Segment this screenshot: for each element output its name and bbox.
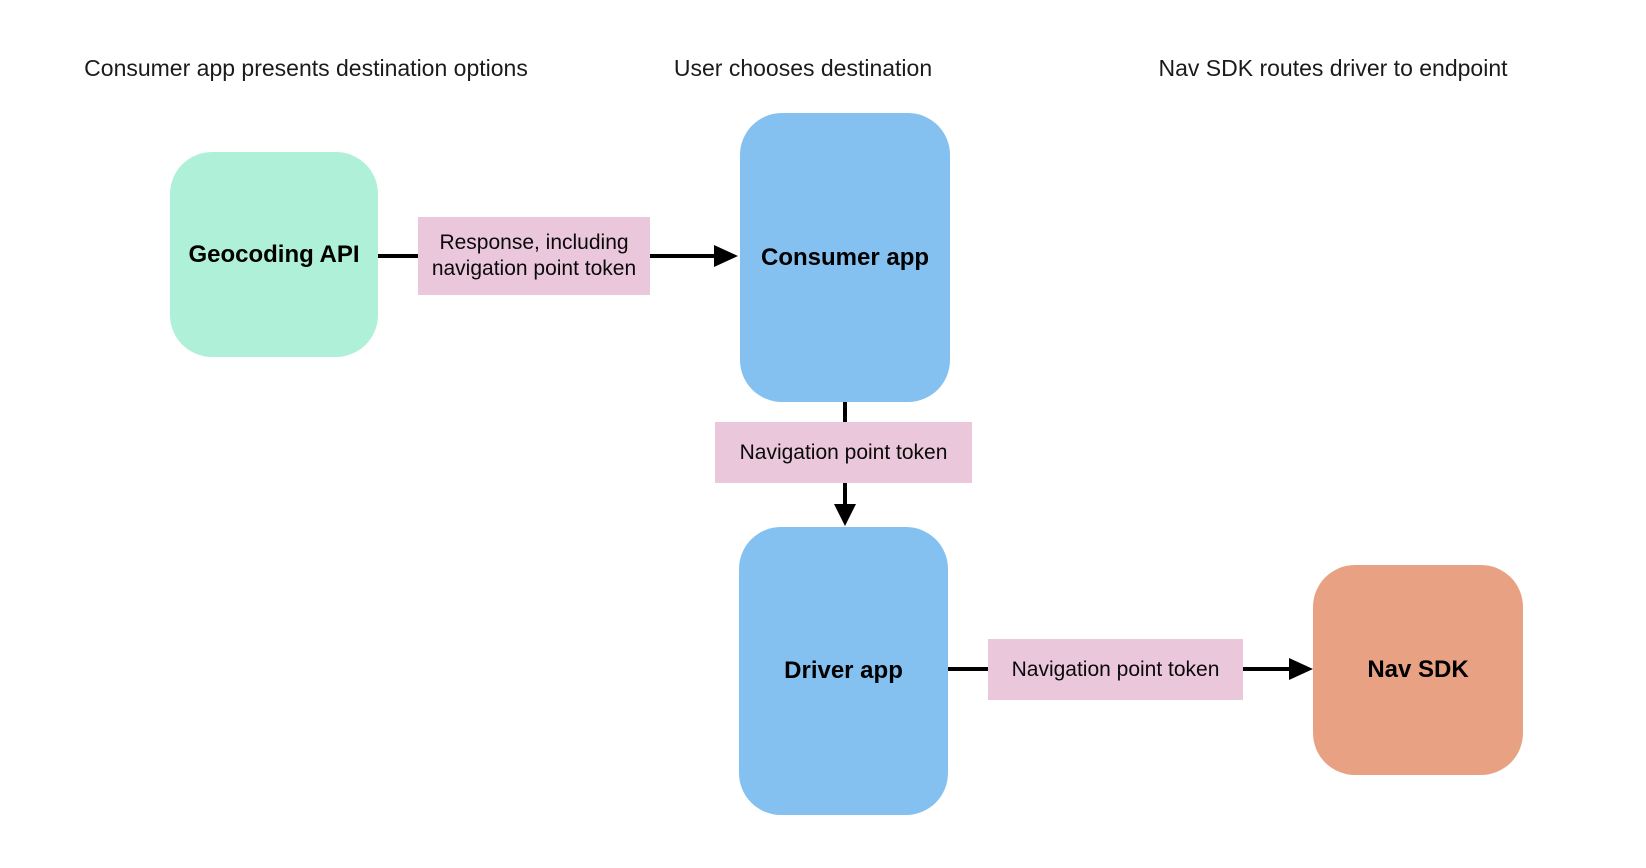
node-label-driver-app: Driver app — [784, 657, 903, 684]
node-nav-sdk: Nav SDK — [1313, 565, 1523, 775]
arrowhead-right-icon — [714, 245, 738, 267]
node-label-geocoding-api: Geocoding API — [188, 240, 360, 268]
edge-label-response-including-token: Response, including navigation point tok… — [418, 217, 650, 295]
arrow-driver-to-navsdk-line-1 — [948, 667, 988, 671]
edge-label-navigation-point-token-1: Navigation point token — [715, 422, 972, 483]
column-header-nav-sdk-routes: Nav SDK routes driver to endpoint — [1158, 55, 1508, 81]
edge-label-navigation-point-token-2: Navigation point token — [988, 639, 1243, 700]
arrowhead-right-icon — [1289, 658, 1313, 680]
node-label-consumer-app: Consumer app — [760, 243, 930, 271]
arrowhead-down-icon — [834, 504, 856, 526]
arrow-geocoding-to-consumer-line-2 — [650, 254, 714, 258]
node-consumer-app: Consumer app — [740, 113, 950, 402]
node-geocoding-api: Geocoding API — [170, 152, 378, 357]
arrow-consumer-to-driver-line-2 — [843, 483, 847, 504]
arrow-consumer-to-driver-line-1 — [843, 402, 847, 422]
column-header-user-chooses: User chooses destination — [673, 55, 933, 81]
arrow-driver-to-navsdk-line-2 — [1243, 667, 1289, 671]
arrow-geocoding-to-consumer-line-1 — [378, 254, 418, 258]
column-header-consumer-presents: Consumer app presents destination option… — [84, 55, 528, 81]
node-driver-app: Driver app — [739, 527, 948, 815]
node-label-nav-sdk: Nav SDK — [1367, 656, 1469, 683]
